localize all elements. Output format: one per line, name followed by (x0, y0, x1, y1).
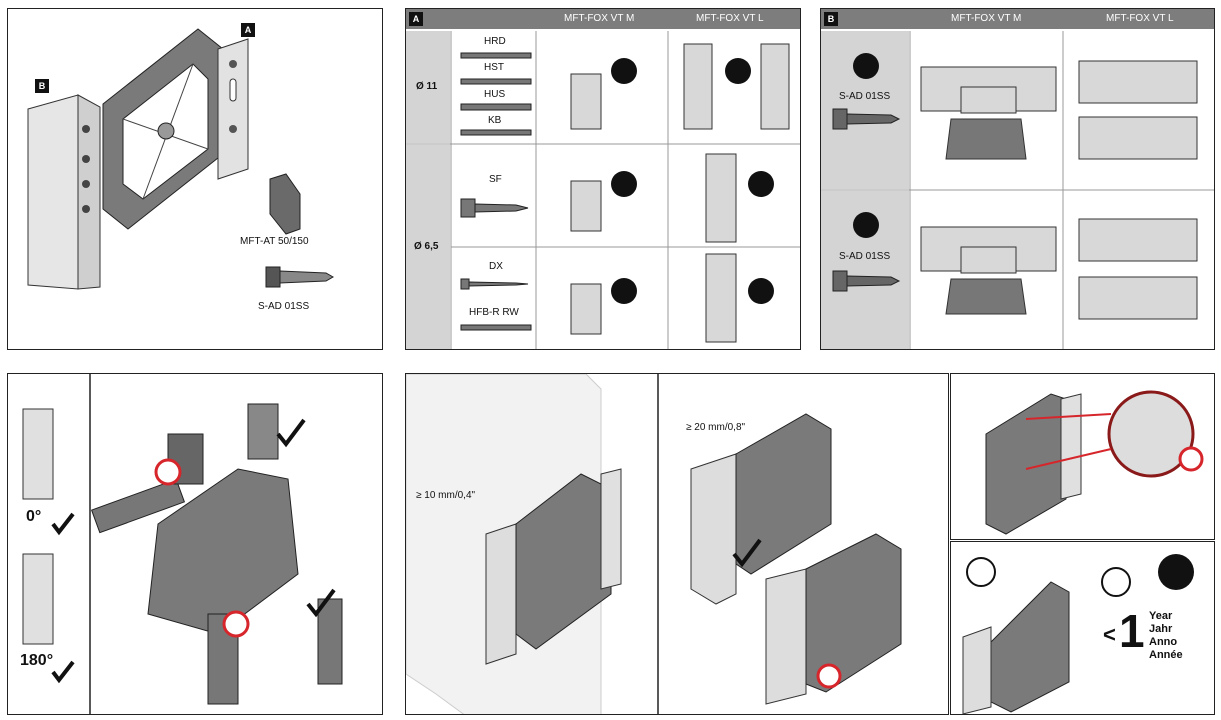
wedge-label: MFT-AT 50/150 (240, 236, 309, 247)
table-a-col1: MFT-FOX VT M (564, 13, 635, 24)
exposure-word-2: Anno (1149, 636, 1178, 648)
table-a-tag: A (409, 12, 423, 26)
screw-label: S-AD 01SS (258, 301, 310, 312)
distance-illustration (406, 374, 902, 714)
table-a-grid (406, 31, 800, 349)
cutting-illustration (985, 390, 1204, 535)
table-a-panel: MFT-FOX VT M MFT-FOX VT L A Ø 11 Ø 6,5 (405, 8, 801, 350)
angle-0-label: 0° (26, 508, 42, 525)
table-a-row2-label-cell (406, 145, 450, 349)
angle-panel: 0° 180° (7, 373, 383, 715)
cutting-panel (950, 373, 1215, 540)
table-a-row2-label: Ø 6,5 (414, 241, 439, 252)
bracket-assembly-illustration (27, 28, 335, 290)
distance-20: ≥ 20 mm/0,8" (686, 422, 746, 433)
table-b-row2-screw: S-AD 01SS (839, 251, 891, 262)
exposure-word-1: Jahr (1149, 623, 1173, 635)
table-a-header: MFT-FOX VT M MFT-FOX VT L (406, 9, 800, 29)
anchor-row2b-1: HFB-R RW (469, 307, 519, 318)
table-b-grid (821, 31, 1214, 349)
table-b-tag: B (824, 12, 838, 26)
tag-b: B (35, 79, 49, 93)
table-b-panel: MFT-FOX VT M MFT-FOX VT L B S-AD 01SS S-… (820, 8, 1215, 350)
exposure-number: 1 (1119, 605, 1145, 657)
angle-180-label: 180° (20, 652, 54, 669)
exposure-panel: < 1 Year Jahr Anno Année (950, 541, 1215, 715)
exposure-word-0: Year (1149, 610, 1173, 622)
table-b-header: MFT-FOX VT M MFT-FOX VT L (821, 9, 1214, 29)
anchor-row1-1: HST (484, 62, 504, 73)
table-b-row1-screw: S-AD 01SS (839, 91, 891, 102)
anchor-row1-2: HUS (484, 89, 506, 100)
anchor-row1-0: HRD (484, 36, 506, 47)
table-b-col1: MFT-FOX VT M (951, 13, 1022, 24)
anchor-row2a-0: SF (489, 174, 502, 185)
exposure-less-than: < (1103, 622, 1116, 647)
table-a-row1-label-cell (406, 31, 450, 143)
exposure-word-3: Année (1149, 649, 1183, 661)
angle-illustration (22, 374, 343, 714)
table-a-col2: MFT-FOX VT L (696, 13, 764, 24)
table-a-row1-label: Ø 11 (416, 81, 438, 92)
anchor-row1-3: KB (488, 115, 502, 126)
distance-10: ≥ 10 mm/0,4" (416, 490, 476, 501)
overview-panel: A B MFT-AT 50/150 S-AD 01SS (7, 8, 383, 350)
distance-panel: ≥ 10 mm/0,4" ≥ 20 mm/0,8" (405, 373, 949, 715)
tag-a: A (241, 23, 255, 37)
anchor-row2b-0: DX (489, 261, 503, 272)
table-b-col2: MFT-FOX VT L (1106, 13, 1174, 24)
exposure-illustration (962, 554, 1194, 714)
